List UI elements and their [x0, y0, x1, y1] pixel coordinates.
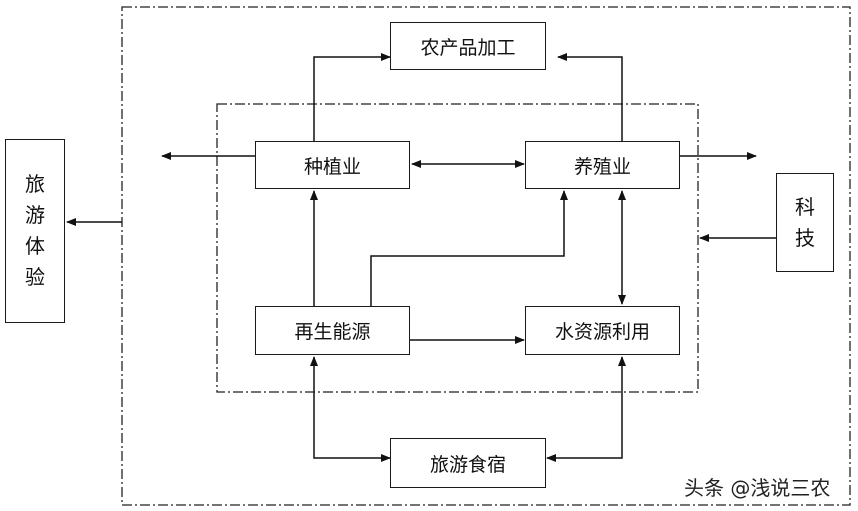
arrow-renewable-to-breeding: [370, 190, 568, 306]
inner-boundary: [216, 103, 699, 393]
node-tourism: 旅 游 体 验: [5, 139, 65, 323]
node-tourism-char: 体: [25, 234, 45, 258]
node-tourism-char: 验: [25, 265, 45, 289]
node-lodging-label: 旅游食宿: [429, 453, 506, 476]
node-tech-char: 技: [795, 225, 815, 250]
node-water: 水资源利用: [525, 306, 680, 355]
node-breeding-label: 养殖业: [573, 155, 631, 178]
node-tech-char: 科: [795, 194, 815, 219]
arrow-breeding-to-processing: [557, 53, 623, 141]
node-renewable: 再生能源: [255, 306, 410, 355]
watermark: 头条 @浅说三农: [684, 476, 831, 500]
arrow-water-lodging: [546, 356, 626, 462]
node-tech: 科 技: [776, 173, 834, 272]
outer-boundary: [121, 6, 851, 506]
node-tourism-char: 游: [25, 203, 45, 227]
arrow-renewable-lodging: [310, 356, 391, 462]
node-processing-label: 农产品加工: [420, 36, 516, 59]
node-breeding: 养殖业: [525, 141, 680, 189]
node-renewable-label: 再生能源: [294, 321, 371, 343]
node-planting-label: 种植业: [303, 155, 361, 178]
node-planting: 种植业: [255, 141, 410, 189]
arrow-planting-to-processing: [313, 53, 391, 141]
node-processing: 农产品加工: [390, 22, 546, 70]
node-water-label: 水资源利用: [554, 321, 650, 343]
node-lodging: 旅游食宿: [390, 438, 546, 488]
node-tourism-char: 旅: [25, 172, 45, 196]
